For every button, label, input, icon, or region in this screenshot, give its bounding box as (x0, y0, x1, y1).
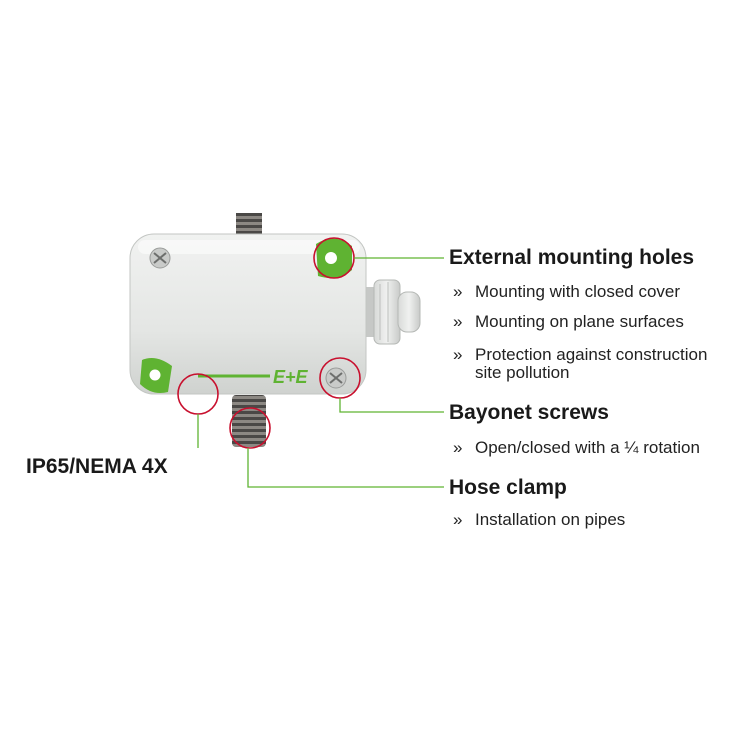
bullet-mark: » (453, 438, 463, 457)
ip-rating-label: IP65/NEMA 4X (26, 455, 168, 478)
bullet-item-continued: site pollution (453, 363, 570, 382)
mounting-hole-top-right (325, 252, 337, 264)
bullet-mark: » (453, 282, 463, 301)
bullet-text: Installation on pipes (475, 510, 626, 529)
bullet-text: Protection against construction (475, 345, 708, 364)
hose-clamp-bottom (232, 395, 266, 447)
bullet-item: » Mounting with closed cover (453, 282, 680, 301)
bullet-text: Open/closed with a ¼ rotation (475, 438, 700, 457)
bullet-text: Mounting on plane surfaces (475, 312, 684, 331)
cable-gland (360, 279, 421, 345)
bullet-mark: » (453, 312, 463, 331)
mounting-hole-bottom-left (149, 369, 161, 381)
bullet-text: site pollution (475, 363, 570, 382)
screw-top-left (149, 247, 171, 269)
sensor-housing (129, 233, 367, 395)
bullet-text: Mounting with closed cover (475, 282, 681, 301)
bayonet-screw (325, 367, 347, 389)
leader-line-bayonet-screws (339, 398, 444, 413)
bullet-mark: » (453, 510, 463, 529)
feature-title-mounting-holes: External mounting holes (449, 246, 695, 269)
feature-title-bayonet-screws: Bayonet screws (449, 401, 609, 424)
bullet-item: » Protection against construction (453, 345, 707, 364)
leader-line-hose-clamp (247, 448, 444, 488)
bullet-mark: » (453, 345, 463, 364)
brand-logo: E+E (273, 367, 309, 387)
feature-title-hose-clamp: Hose clamp (449, 476, 567, 499)
bullet-item: » Open/closed with a ¼ rotation (453, 438, 700, 457)
bullet-item: » Mounting on plane surfaces (453, 312, 684, 331)
bullet-item: » Installation on pipes (453, 510, 625, 529)
callout-circle-hose-clamp (229, 407, 271, 449)
